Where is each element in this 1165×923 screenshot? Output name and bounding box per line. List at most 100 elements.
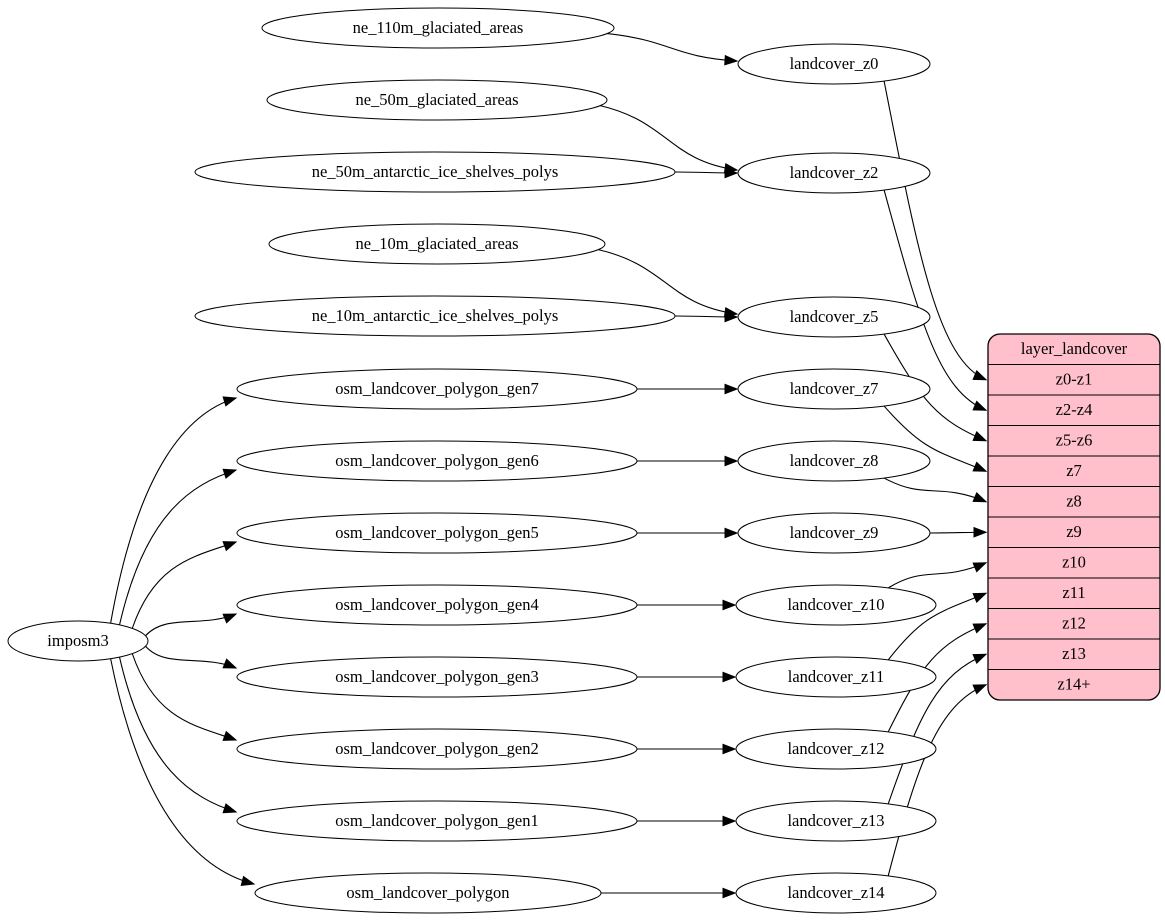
arrowhead (240, 875, 256, 887)
node-ellipse (737, 43, 931, 85)
node-ellipse (737, 440, 931, 482)
arrowhead (724, 311, 739, 323)
node-ne_50m_glaciated_areas[interactable]: ne_50m_glaciated_areas (266, 79, 608, 121)
node-ellipse (194, 151, 676, 193)
node-imposm3[interactable]: imposm3 (7, 620, 149, 662)
node-landcover_z9[interactable]: landcover_z9 (737, 512, 931, 554)
node-ellipse (268, 223, 606, 265)
node-osm_landcover_polygon_gen2[interactable]: osm_landcover_polygon_gen2 (236, 728, 638, 770)
node-ne_10m_glaciated_areas[interactable]: ne_10m_glaciated_areas (268, 223, 606, 265)
arrowhead (972, 592, 988, 603)
arrowhead (724, 527, 739, 539)
edge-ne_10m_glaciated_areas-to-landcover_z5 (598, 249, 738, 315)
table-row-label: z11 (1062, 583, 1085, 602)
node-label: landcover_z10 (787, 595, 884, 614)
node-landcover_z8[interactable]: landcover_z8 (737, 440, 931, 482)
node-landcover_z5[interactable]: landcover_z5 (737, 296, 931, 338)
table-row-label: z5-z6 (1056, 431, 1093, 450)
layer-landcover-table[interactable]: layer_landcoverz0-z1z2-z4z5-z6z7z8z9z10z… (987, 333, 1161, 701)
node-landcover_z14[interactable]: landcover_z14 (735, 872, 937, 914)
node-label: landcover_z8 (790, 451, 879, 470)
node-osm_landcover_polygon_gen6[interactable]: osm_landcover_polygon_gen6 (236, 440, 638, 482)
node-label: imposm3 (47, 631, 108, 650)
node-label: landcover_z2 (790, 163, 879, 182)
node-ellipse (737, 152, 931, 194)
node-landcover_z13[interactable]: landcover_z13 (735, 800, 937, 842)
node-label: landcover_z12 (787, 739, 884, 758)
node-ellipse (735, 872, 937, 914)
node-osm_landcover_polygon_gen4[interactable]: osm_landcover_polygon_gen4 (236, 584, 638, 626)
node-label: landcover_z9 (790, 523, 879, 542)
edge-imposm3-to-osm_landcover_polygon_gen5 (131, 541, 237, 629)
node-label: landcover_z13 (787, 811, 884, 830)
node-label: osm_landcover_polygon_gen3 (335, 667, 538, 686)
arrowhead (972, 400, 988, 411)
node-ellipse (737, 512, 931, 554)
edge-ne_110m_glaciated_areas-to-landcover_z0 (606, 33, 738, 62)
table-row-label: z0-z1 (1056, 370, 1093, 389)
table-row-label: z13 (1062, 644, 1086, 663)
arrowhead (972, 370, 988, 381)
node-landcover_z0[interactable]: landcover_z0 (737, 43, 931, 85)
node-label: ne_10m_antarctic_ice_shelves_polys (312, 306, 559, 325)
node-ellipse (735, 800, 937, 842)
node-ne_110m_glaciated_areas[interactable]: ne_110m_glaciated_areas (261, 7, 615, 49)
node-label: osm_landcover_polygon_gen7 (335, 379, 538, 398)
arrowhead (222, 803, 238, 814)
node-landcover_z11[interactable]: landcover_z11 (735, 656, 937, 698)
node-ellipse (7, 620, 149, 662)
edges-layer (110, 33, 988, 899)
table-row-label: z10 (1062, 553, 1086, 572)
layer-landcover-record[interactable]: layer_landcoverz0-z1z2-z4z5-z6z7z8z9z10z… (987, 333, 1161, 701)
node-osm_landcover_polygon_gen3[interactable]: osm_landcover_polygon_gen3 (236, 656, 638, 698)
node-ellipse (236, 584, 638, 626)
edge-landcover_z14-to-row-z14+ (887, 684, 987, 877)
node-ellipse (236, 368, 638, 410)
arrowhead (972, 623, 988, 634)
edge-landcover_z13-to-row-z13 (887, 653, 987, 805)
edge-landcover_z5-to-row-z5-z6 (883, 333, 987, 442)
node-ne_10m_antarctic_ice_shelves_polys[interactable]: ne_10m_antarctic_ice_shelves_polys (194, 295, 676, 337)
arrowhead (222, 730, 238, 741)
node-landcover_z7[interactable]: landcover_z7 (737, 368, 931, 410)
node-label: landcover_z14 (787, 883, 884, 902)
node-label: ne_50m_glaciated_areas (355, 90, 518, 109)
arrowhead (722, 671, 737, 683)
node-label: osm_landcover_polygon_gen2 (335, 739, 538, 758)
table-row-label: z12 (1062, 614, 1086, 633)
arrowhead (972, 684, 988, 695)
arrowhead (724, 455, 739, 467)
table-row-label: z8 (1066, 492, 1082, 511)
node-label: osm_landcover_polygon (346, 883, 509, 902)
node-landcover_z2[interactable]: landcover_z2 (737, 152, 931, 194)
node-osm_landcover_polygon_gen7[interactable]: osm_landcover_polygon_gen7 (236, 368, 638, 410)
node-label: ne_50m_antarctic_ice_shelves_polys (312, 162, 559, 181)
arrowhead (222, 396, 238, 407)
edge-landcover_z10-to-row-z10 (887, 562, 987, 589)
node-ellipse (266, 79, 608, 121)
table-header-label: layer_landcover (1021, 339, 1128, 358)
node-osm_landcover_polygon[interactable]: osm_landcover_polygon (254, 872, 602, 914)
node-osm_landcover_polygon_gen5[interactable]: osm_landcover_polygon_gen5 (236, 512, 638, 554)
node-label: landcover_z5 (790, 307, 879, 326)
node-landcover_z12[interactable]: landcover_z12 (735, 728, 937, 770)
arrowhead (972, 653, 988, 664)
edge-imposm3-to-osm_landcover_polygon_gen3 (145, 645, 237, 669)
node-ne_50m_antarctic_ice_shelves_polys[interactable]: ne_50m_antarctic_ice_shelves_polys (194, 151, 676, 193)
edge-imposm3-to-osm_landcover_polygon_gen2 (131, 653, 237, 741)
node-ellipse (236, 440, 638, 482)
node-ellipse (236, 656, 638, 698)
arrowhead (722, 743, 737, 755)
node-label: osm_landcover_polygon_gen5 (335, 523, 538, 542)
node-landcover_z10[interactable]: landcover_z10 (735, 584, 937, 626)
edge-landcover_z7-to-row-z7 (883, 405, 987, 472)
edge-landcover_z0-to-row-z0-z1 (883, 80, 987, 381)
node-osm_landcover_polygon_gen1[interactable]: osm_landcover_polygon_gen1 (236, 800, 638, 842)
node-label: osm_landcover_polygon_gen6 (335, 451, 538, 470)
node-ellipse (254, 872, 602, 914)
node-ellipse (236, 800, 638, 842)
node-ellipse (737, 296, 931, 338)
arrowhead (724, 167, 739, 179)
edge-landcover_z8-to-row-z8 (883, 477, 987, 503)
